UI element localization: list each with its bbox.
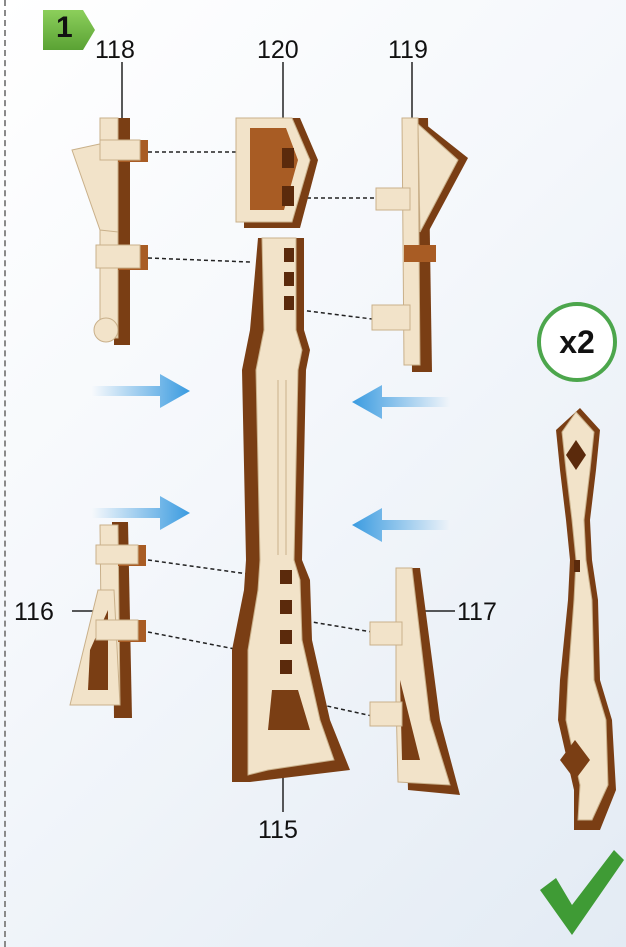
quantity-label: x2 bbox=[559, 324, 595, 361]
green-checkmark-icon bbox=[540, 850, 624, 935]
part-label-116: 116 bbox=[14, 598, 54, 626]
assembled-lamp-preview bbox=[556, 408, 616, 830]
blue-arrow-icon bbox=[92, 374, 190, 408]
part-label-119: 119 bbox=[388, 36, 428, 64]
quantity-badge: x2 bbox=[537, 302, 617, 382]
part-115-piece bbox=[232, 238, 350, 782]
part-119-piece bbox=[372, 118, 468, 372]
part-label-118: 118 bbox=[95, 36, 135, 64]
blue-arrow-icon bbox=[352, 508, 450, 542]
part-label-115: 115 bbox=[258, 816, 298, 844]
part-120-piece bbox=[236, 118, 318, 228]
part-117-piece bbox=[370, 568, 460, 795]
part-116-piece bbox=[70, 522, 146, 718]
part-label-120: 120 bbox=[257, 36, 299, 64]
part-label-117: 117 bbox=[457, 598, 497, 626]
part-118-piece bbox=[72, 118, 148, 345]
blue-arrow-icon bbox=[352, 385, 450, 419]
